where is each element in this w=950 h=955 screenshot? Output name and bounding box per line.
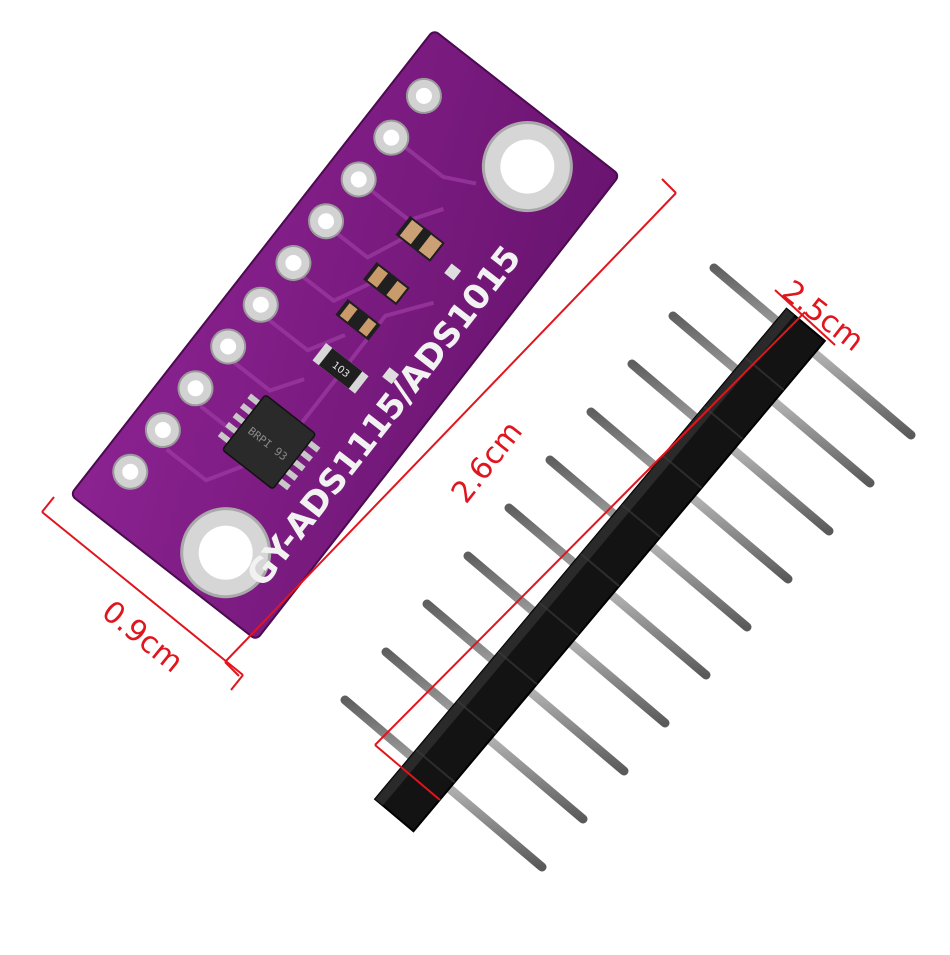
pad-3: [177, 370, 214, 407]
mounting-hole-right: [481, 121, 573, 213]
length-dimension-line: [224, 192, 677, 663]
header-pads: [112, 77, 442, 490]
dimension-lines-board: [41, 178, 677, 691]
pad-7: [308, 203, 345, 240]
capacitor-2: [363, 262, 410, 306]
adc-chip: BRPI 93: [217, 393, 321, 491]
adc-breakout-board: BRPI 93 103: [71, 31, 619, 639]
mounting-hole-left: [180, 507, 272, 599]
pad-6: [275, 244, 312, 281]
capacitor-1: [335, 299, 381, 341]
chip-body: [222, 395, 316, 489]
pad-2: [144, 412, 181, 449]
pin-header: [340, 263, 916, 872]
pad-8: [340, 161, 377, 198]
pad-10: [405, 77, 442, 114]
test-pad-2: [444, 263, 462, 281]
pad-5: [242, 286, 279, 323]
pad-1: [112, 453, 149, 490]
pad-9: [373, 119, 410, 156]
pcb-traces: [165, 144, 477, 483]
test-pad-1: [382, 367, 400, 385]
width-dimension-line: [41, 511, 244, 676]
header-body: [373, 307, 827, 833]
pad-4: [210, 328, 247, 365]
resistor: 103: [312, 343, 369, 394]
pcb-substrate: [71, 31, 619, 639]
header-dimension-line: [374, 311, 806, 746]
width-label: 0.9cm: [95, 594, 190, 680]
length-label: 2.6cm: [445, 415, 530, 510]
dimension-lines-header: [374, 289, 836, 801]
capacitor-3: [395, 215, 445, 262]
